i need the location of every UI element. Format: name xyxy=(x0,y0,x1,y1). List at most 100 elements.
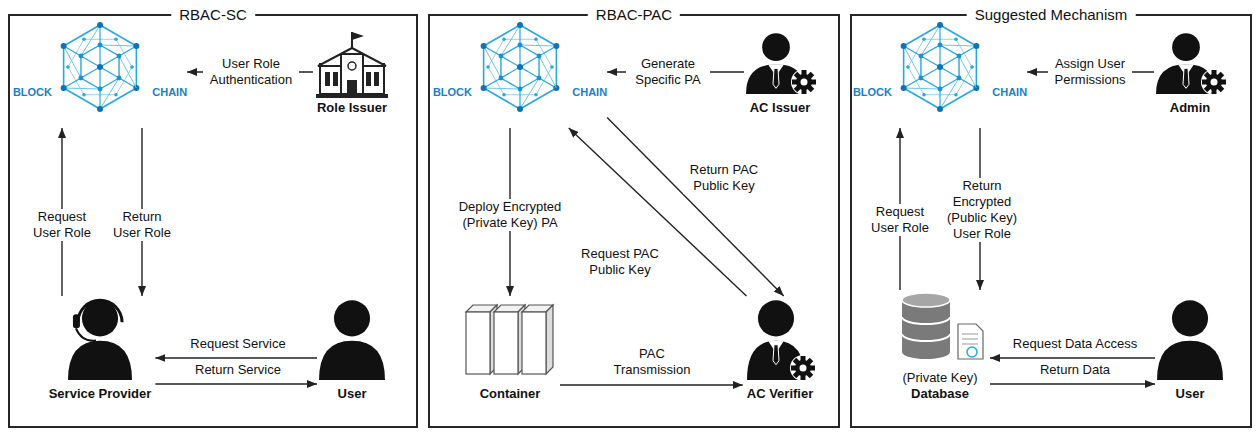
actor-node: Service Provider xyxy=(45,296,156,402)
blockchain-word: BLOCK xyxy=(13,86,52,99)
actor-node: Admin xyxy=(1154,30,1226,116)
blockchain-network-part xyxy=(484,46,520,67)
actor-node: Role Issuer xyxy=(313,30,391,116)
blockchain-network-part xyxy=(82,37,86,41)
blockchain-network-part xyxy=(919,54,924,59)
container-icon-part xyxy=(466,312,490,374)
blockchain-network-part xyxy=(98,87,103,92)
container-icon-part xyxy=(546,305,553,374)
blockchain-network-part xyxy=(954,93,958,97)
blockchain-network-part xyxy=(957,54,962,59)
flow-arrow xyxy=(560,384,743,385)
blockchain-network-part xyxy=(501,25,520,56)
actor-label: Database xyxy=(911,386,969,402)
blockchain-network-part xyxy=(481,43,487,49)
blockchain-icon: BLOCKCHAIN xyxy=(13,22,187,128)
admin-icon-part xyxy=(1201,69,1227,95)
agent-icon-part xyxy=(73,314,80,328)
actor-label: Container xyxy=(480,386,541,402)
actor-name-row: User xyxy=(1155,386,1225,402)
school-icon-part xyxy=(333,72,338,86)
person-icon-part xyxy=(1172,300,1208,336)
edge-label: Return User Role xyxy=(108,209,176,241)
admin-icon-part xyxy=(773,68,779,88)
flow-arrow xyxy=(155,383,317,384)
blockchain-word: BLOCK xyxy=(433,86,472,99)
blockchain-network-part xyxy=(64,67,100,88)
blockchain-network-part xyxy=(97,22,103,28)
blockchain-network-part xyxy=(937,64,943,70)
school-icon-part xyxy=(341,54,363,94)
blockchain-network-part xyxy=(66,65,70,69)
blockchain-network xyxy=(901,22,980,112)
db-icon-part xyxy=(902,334,950,341)
db-icon-part xyxy=(902,293,950,307)
blockchain-network-part xyxy=(537,76,542,81)
school-icon-part xyxy=(316,94,388,98)
blockchain-network-part xyxy=(553,43,559,49)
container-icon xyxy=(466,305,553,374)
school-icon-part xyxy=(352,32,364,40)
blockchain-network-part xyxy=(64,25,137,109)
person-icon xyxy=(319,300,385,380)
blockchain-network-part xyxy=(904,67,940,88)
admin-icon xyxy=(1156,33,1227,95)
blockchain-network-part xyxy=(61,43,67,49)
blockchain-network-part xyxy=(520,46,556,67)
container-icon-part xyxy=(522,312,546,374)
blockchain-network-part xyxy=(502,93,506,97)
school-icon-part xyxy=(366,72,371,86)
actor-label: AC Verifier xyxy=(747,386,813,402)
flow-arrow xyxy=(990,383,1155,384)
blockchain-network-part xyxy=(133,43,139,49)
edge-label: Return Data xyxy=(1038,362,1112,378)
blockchain-network-part xyxy=(64,46,100,67)
blockchain-network-part xyxy=(904,25,977,109)
edge-label: Generate Specific PA xyxy=(626,56,710,88)
blockchain-network-part xyxy=(937,22,943,28)
actor-node: Container xyxy=(460,296,560,402)
blockchain-network-part xyxy=(959,56,976,88)
blockchain-network-part xyxy=(922,37,926,41)
edge-label: Request User Role xyxy=(28,209,96,241)
blockchain-network-part xyxy=(534,93,538,97)
blockchain-network-part xyxy=(81,25,100,56)
admin-icon-part xyxy=(800,365,807,372)
blockchain-network-part xyxy=(517,106,523,112)
blockchain-network-part xyxy=(954,37,958,41)
blockchain-network-part xyxy=(940,78,959,109)
blockchain-network-part xyxy=(502,37,506,41)
actor-name-row: AC Issuer xyxy=(744,100,816,116)
blockchain-network-part xyxy=(64,88,100,89)
admin-icon-part xyxy=(795,360,811,376)
blockchain-network-part xyxy=(499,76,504,81)
actor-label: Service Provider xyxy=(49,386,152,402)
blockchain-network-part xyxy=(901,43,907,49)
blockchain-network-part xyxy=(904,88,940,89)
blockchain-network-part xyxy=(904,46,940,67)
db-icon-part xyxy=(962,334,978,335)
db-icon-part xyxy=(902,345,950,359)
blockchain-network-part xyxy=(919,76,924,81)
school-icon-part xyxy=(325,72,330,86)
blockchain-network-part xyxy=(901,85,907,91)
admin-icon-part xyxy=(1211,79,1218,86)
blockchain-network-part xyxy=(97,106,103,112)
actor-name-row: Service Provider xyxy=(45,386,156,402)
actor-label: Role Issuer xyxy=(317,100,387,116)
blockchain-network-part xyxy=(79,54,84,59)
blockchain-network-part xyxy=(539,56,556,88)
actor-name-row: Role Issuer xyxy=(313,100,391,116)
actor-label: Admin xyxy=(1170,100,1210,116)
blockchain-network-part xyxy=(484,88,520,89)
edge-label: Request PAC Public Key xyxy=(576,246,664,278)
edge-label: User Role Authentication xyxy=(203,56,299,88)
admin-icon xyxy=(747,300,816,381)
blockchain-network-part xyxy=(119,56,136,88)
flow-arrow xyxy=(990,357,1155,358)
blockchain-icon: BLOCKCHAIN xyxy=(853,22,1027,128)
db-icon-part xyxy=(967,347,977,357)
panel-title: Suggested Mechanism xyxy=(967,6,1136,24)
flow-arrow xyxy=(569,128,747,296)
